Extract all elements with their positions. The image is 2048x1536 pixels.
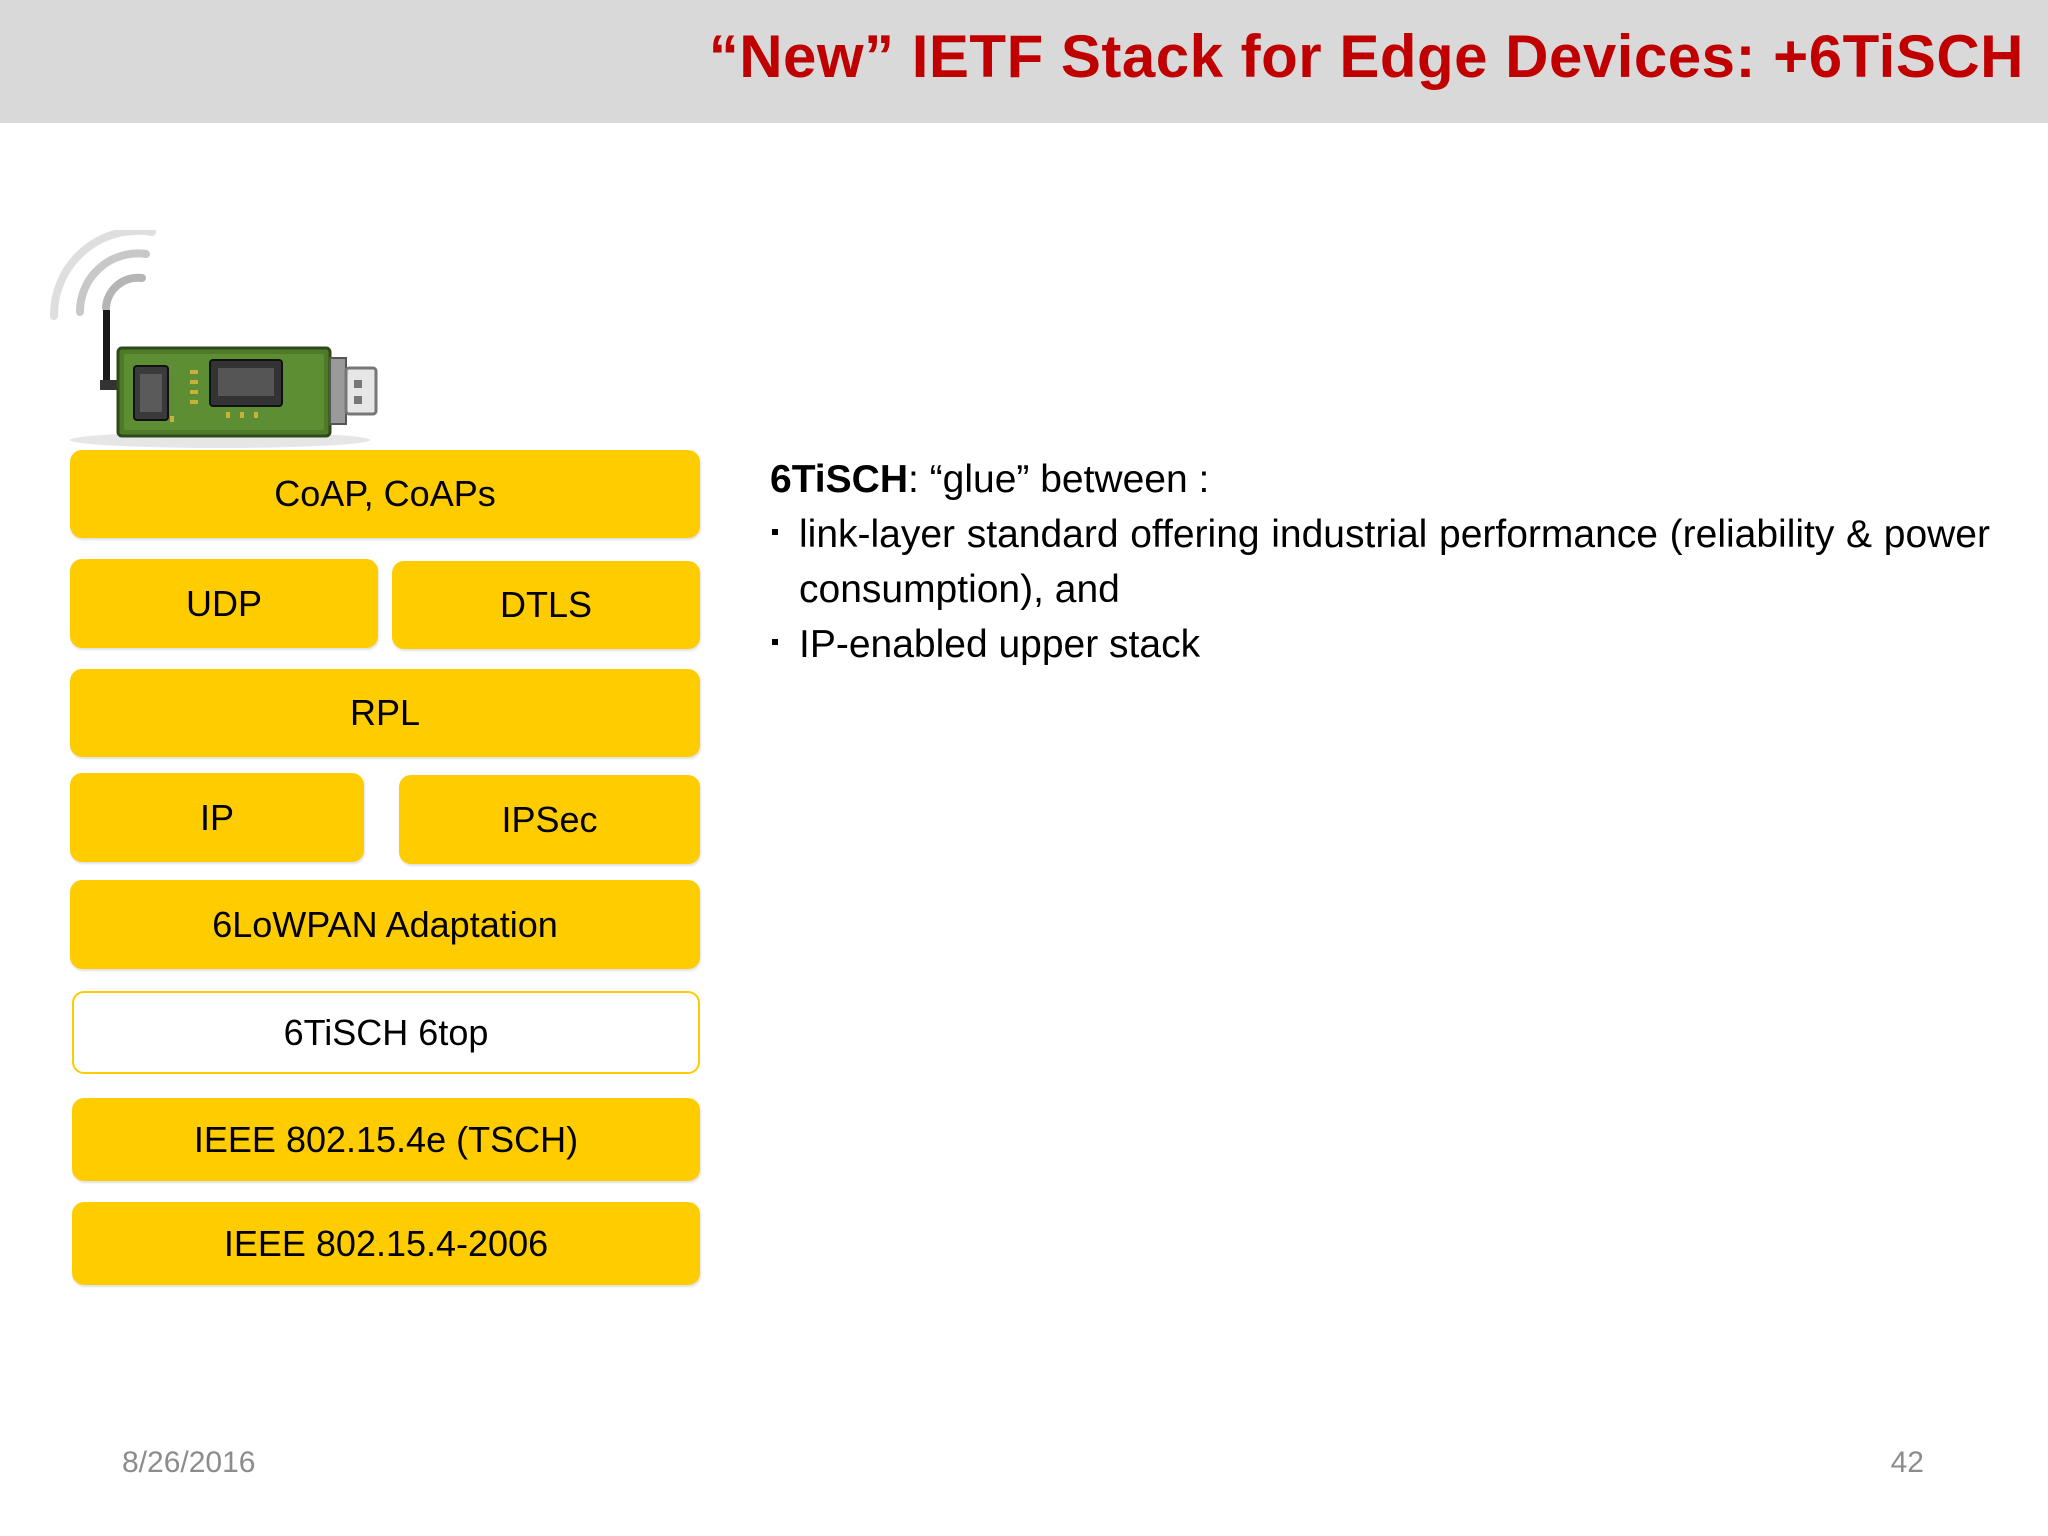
usb-radio-dongle-icon (49, 230, 378, 448)
bullet-list: link-layer standard offering industrial … (770, 507, 1990, 672)
layer-udp: UDP (70, 559, 378, 648)
layer-6top-label: 6TiSCH 6top (283, 1011, 489, 1053)
layer-ip: IP (70, 773, 364, 862)
bullet-text: link-layer standard offering industrial … (799, 513, 1990, 611)
layer-tsch-label: IEEE 802.15.4e (TSCH) (193, 1118, 579, 1160)
bullet-text: IP-enabled upper stack (799, 623, 1201, 666)
content-text: 6TiSCH: “glue” between : link-layer stan… (770, 452, 1990, 672)
layer-ipsec-label: IPSec (501, 798, 598, 840)
layer-dtls: DTLS (392, 561, 700, 649)
bullet-square-icon (772, 639, 778, 645)
title-bar: “New” IETF Stack for Edge Devices: +6TiS… (0, 0, 2048, 123)
layer-coap-label: CoAP, CoAPs (274, 473, 496, 514)
layer-dtls-label: DTLS (499, 584, 593, 625)
bullet-square-icon (772, 529, 778, 535)
lead-rest: : “glue” between : (908, 458, 1210, 501)
layer-ipsec: IPSec (399, 775, 700, 864)
layer-ip-label: IP (199, 796, 234, 838)
layer-coap: CoAP, CoAPs (70, 450, 700, 538)
layer-6lowpan: 6LoWPAN Adaptation (70, 880, 700, 969)
layer-6lowpan-label: 6LoWPAN Adaptation (212, 903, 558, 945)
content-lead: 6TiSCH: “glue” between : (770, 452, 1990, 507)
layer-phy: IEEE 802.15.4-2006 (72, 1202, 700, 1285)
layer-phy-label: IEEE 802.15.4-2006 (223, 1222, 549, 1264)
layer-rpl-label: RPL (349, 692, 421, 733)
bullet-item: link-layer standard offering industrial … (770, 507, 1990, 617)
layer-6top: 6TiSCH 6top (72, 991, 700, 1074)
page-number: 42 (1890, 1446, 1924, 1479)
footer-date: 8/26/2016 (122, 1446, 256, 1479)
lead-bold: 6TiSCH (770, 458, 908, 501)
slide-title: “New” IETF Stack for Edge Devices: +6TiS… (708, 23, 2024, 90)
layer-udp-label: UDP (185, 582, 262, 624)
layer-rpl: RPL (70, 669, 700, 757)
bullet-item: IP-enabled upper stack (770, 617, 1990, 672)
layer-tsch: IEEE 802.15.4e (TSCH) (72, 1098, 700, 1181)
